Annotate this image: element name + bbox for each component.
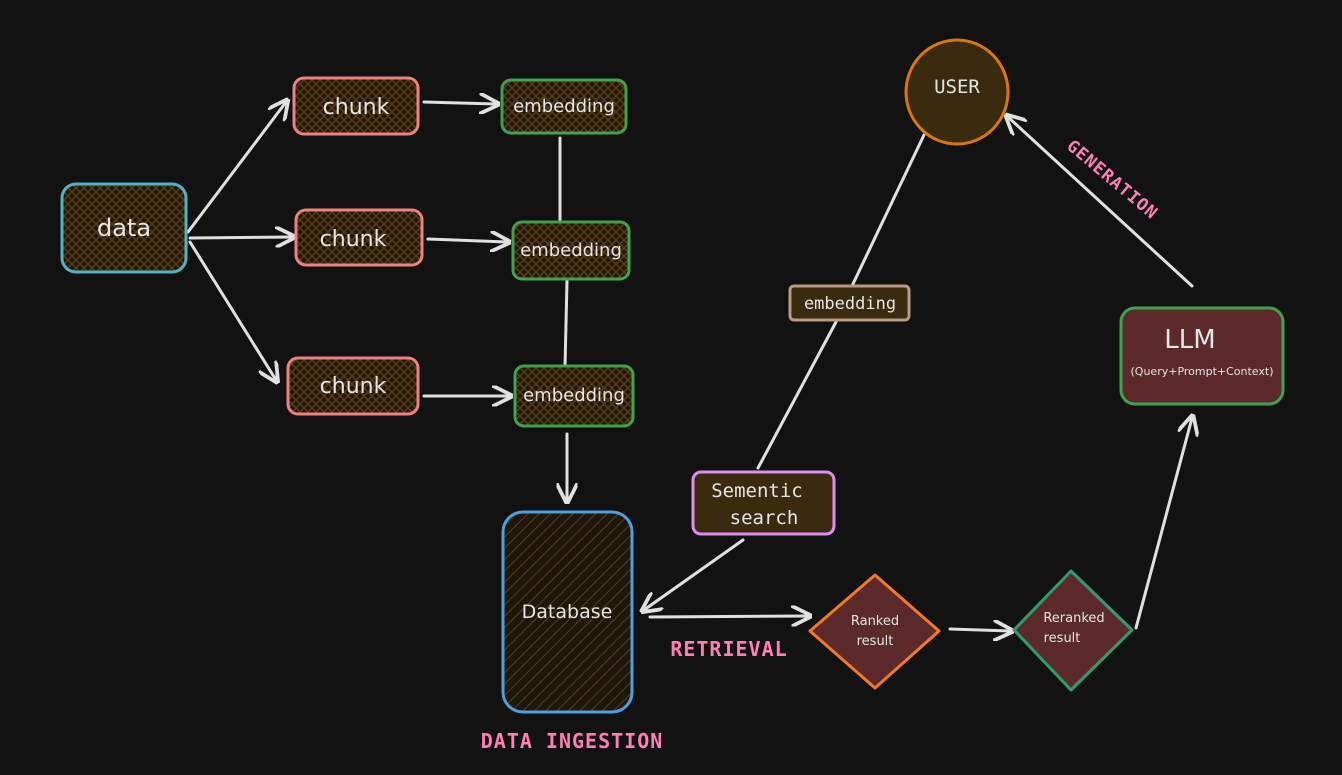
edge-embedding-semantic (756, 320, 838, 470)
embedding-node-3-label: embedding (523, 385, 625, 406)
chunk-node-3-label: chunk (320, 374, 387, 399)
edge-data-chunk2 (188, 237, 292, 238)
edge-reranked-llm (1134, 418, 1192, 630)
embedding-node-2: embedding (511, 220, 631, 281)
ranked-result-label-line1: Ranked (851, 614, 899, 629)
database-node: Database (501, 510, 634, 714)
edge-semantic-database (644, 538, 745, 610)
edge-data-chunk1 (186, 102, 286, 234)
chunk-node-3: chunk (286, 356, 420, 416)
embedding-node-1-label: embedding (513, 96, 615, 117)
edge-database-ranked (648, 616, 808, 617)
data-node-label: data (97, 214, 151, 242)
edge-data-chunk3 (188, 240, 276, 380)
llm-node-title: LLM (1164, 325, 1215, 355)
chunk-node-2-label: chunk (320, 227, 387, 252)
semantic-search-label-line1: Sementic (711, 480, 803, 502)
edge-user-embedding (850, 133, 926, 288)
database-node-label: Database (522, 601, 613, 623)
semantic-search-label-line2: search (730, 507, 799, 529)
chunk-node-2: chunk (294, 208, 424, 267)
reranked-result-node: Reranked result (1012, 569, 1134, 692)
stage-label-retrieval: RETRIEVAL (670, 637, 787, 661)
reranked-result-label-line1: Reranked (1043, 611, 1104, 626)
query-embedding-label: embedding (804, 294, 896, 314)
edge-chunk2-embedding2 (426, 239, 507, 242)
chunk-node-1: chunk (292, 76, 420, 136)
llm-node: LLM (Query+Prompt+Context) (1119, 306, 1285, 406)
edge-ranked-reranked (948, 629, 1010, 631)
edge-llm-user (1008, 117, 1194, 288)
embedding-node-3: embedding (513, 364, 635, 428)
chunk-node-1-label: chunk (323, 95, 390, 120)
query-embedding-node: embedding (788, 284, 911, 322)
ranked-result-node: Ranked result (808, 573, 941, 690)
stage-label-data-ingestion: DATA INGESTION (481, 729, 664, 753)
llm-node-subtitle: (Query+Prompt+Context) (1131, 365, 1274, 378)
ranked-result-label-line2: result (857, 634, 894, 649)
reranked-result-label-line2: result (1044, 631, 1081, 646)
user-node: USER (904, 38, 1010, 146)
embedding-node-1: embedding (500, 78, 628, 135)
user-node-label: USER (934, 76, 980, 98)
edges (186, 102, 1194, 631)
edge-embedding2-embedding3 (563, 279, 569, 369)
embedding-node-2-label: embedding (520, 240, 622, 261)
semantic-search-node: Sementic search (691, 470, 836, 536)
edge-chunk1-embedding1 (422, 102, 496, 104)
data-node: data (60, 182, 188, 274)
